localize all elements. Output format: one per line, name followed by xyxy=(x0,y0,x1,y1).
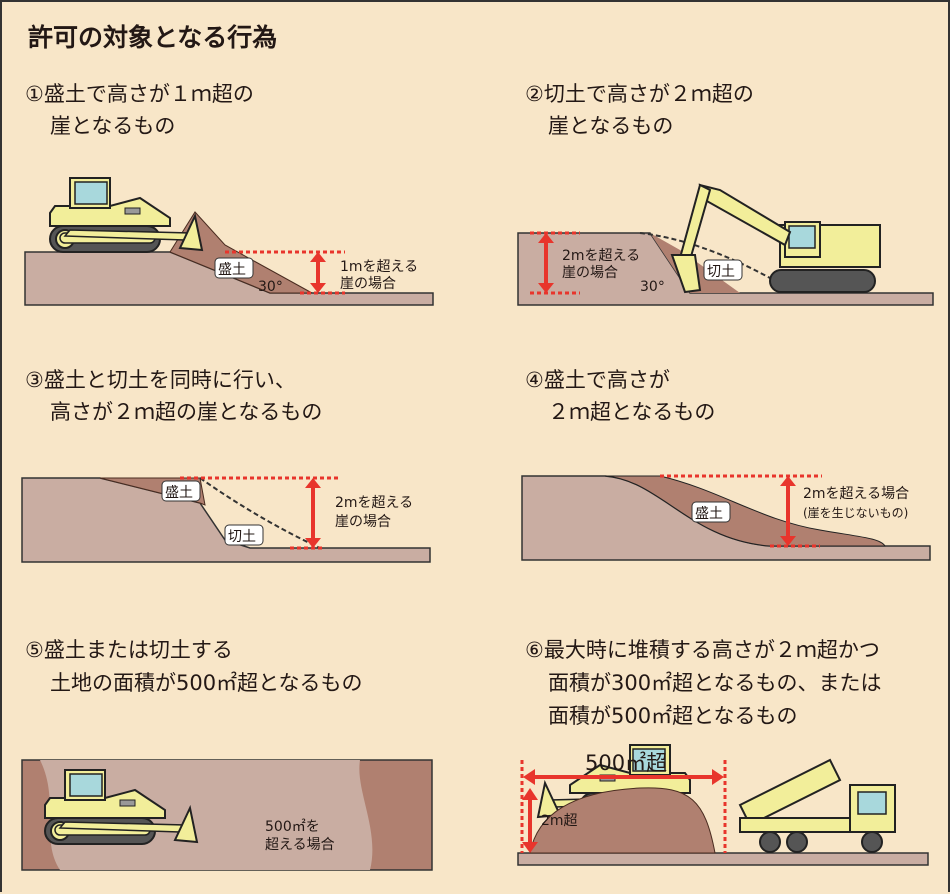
fill-soil xyxy=(169,211,313,294)
panel-5-area-500: ⑤盛土または切土する 土地の面積が500㎡超となるもの 500㎡を 超える場合 xyxy=(21,638,691,871)
item-5-line2: 土地の面積が500㎡超となるもの xyxy=(50,671,362,695)
dump-truck-icon xyxy=(738,758,896,853)
note-2: 超える場合 xyxy=(265,837,335,853)
note-1: 2mを超える場合 xyxy=(803,486,909,502)
item-2-line1: ②切土で高さが２ｍ超の xyxy=(525,82,754,106)
width-label: 500㎡超 xyxy=(585,751,667,775)
panel-3-fill-and-cut: ③盛土と切土を同時に行い、 高さが２ｍ超の崖となるもの 盛土 切土 2mを超える… xyxy=(21,368,431,563)
note-2: (崖を生じないもの) xyxy=(803,506,908,520)
label-cut: 切土 xyxy=(228,529,256,545)
excavator-icon xyxy=(670,183,881,294)
note-2: 崖の場合 xyxy=(335,514,391,530)
angle-label: 30° xyxy=(258,279,283,295)
item-6-line1: ⑥最大時に堆積する高さが２ｍ超かつ xyxy=(525,638,880,662)
label-fill: 盛土 xyxy=(695,506,723,522)
note-1: 1mを超える xyxy=(340,259,418,275)
page-title: 許可の対象となる行為 xyxy=(28,23,277,52)
item-5-line1: ⑤盛土または切土する xyxy=(25,638,233,662)
item-3-line1: ③盛土と切土を同時に行い、 xyxy=(25,368,296,392)
note-1: 500㎡を xyxy=(265,819,320,835)
item-4-line2: ２ｍ超となるもの xyxy=(548,400,715,424)
panel-1-fill-1m: ①盛土で高さが１ｍ超の 崖となるもの 盛土 30° 1mを超える 崖の場合 xyxy=(24,82,434,306)
note-1: 2mを超える xyxy=(335,495,413,511)
label-fill: 盛土 xyxy=(218,262,246,278)
panel-2-cut-2m: ②切土で高さが２ｍ超の 崖となるもの 切土 30° 2mを超える 崖の場合 xyxy=(517,82,934,306)
item-6-line3: 面積が500㎡超となるもの xyxy=(548,704,797,728)
stockpile xyxy=(529,787,716,854)
item-3-line2: 高さが２ｍ超の崖となるもの xyxy=(50,400,322,424)
item-6-line2: 面積が300㎡超となるもの、または xyxy=(548,671,881,695)
panel-6-stockpile: ⑥最大時に堆積する高さが２ｍ超かつ 面積が300㎡超となるもの、または 面積が5… xyxy=(517,638,929,866)
height-label: 2m超 xyxy=(541,813,578,829)
note-1: 2mを超える xyxy=(562,248,640,264)
ground xyxy=(517,852,929,866)
label-fill: 盛土 xyxy=(165,485,193,501)
item-1-line2: 崖となるもの xyxy=(50,114,175,138)
item-1-line1: ①盛土で高さが１ｍ超の xyxy=(25,82,254,106)
item-2-line2: 崖となるもの xyxy=(548,114,673,138)
item-4-line1: ④盛土で高さが xyxy=(525,368,670,392)
note-2: 崖の場合 xyxy=(562,265,618,281)
note-2: 崖の場合 xyxy=(340,276,396,292)
panel-4-fill-2m: ④盛土で高さが ２ｍ超となるもの 盛土 2mを超える場合 (崖を生じないもの) xyxy=(521,368,931,561)
label-cut: 切土 xyxy=(707,264,735,280)
angle-label: 30° xyxy=(640,279,665,295)
fill-soil xyxy=(604,475,886,547)
